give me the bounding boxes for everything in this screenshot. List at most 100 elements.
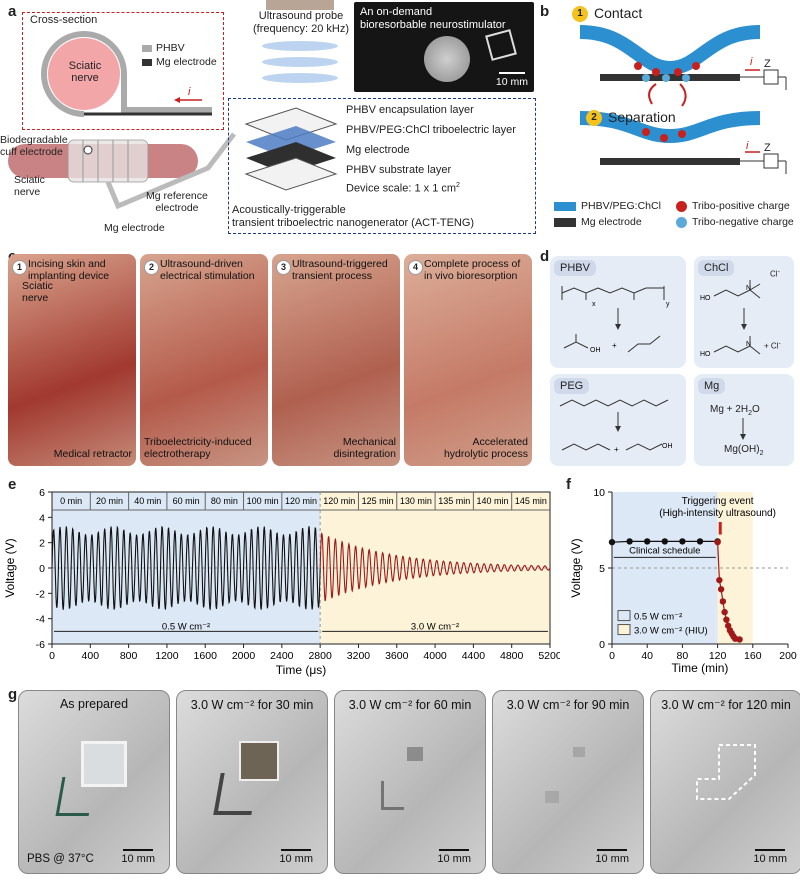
panel-b-label: b	[540, 3, 550, 20]
layer-1: PHBV encapsulation layer	[346, 104, 474, 116]
x-tick-label: 800	[120, 650, 138, 662]
segment-label: 80 min	[211, 496, 238, 506]
legend-tribo-positive: Tribo-positive charge	[676, 200, 790, 212]
x-tick-label: 1200	[155, 650, 179, 662]
x-tick-label: 4800	[500, 650, 524, 662]
panel-a-label: a	[8, 3, 17, 20]
legend-mg: Mg electrode	[156, 56, 217, 68]
segment-label: 145 min	[515, 496, 547, 506]
device-scale: Device scale: 1 x 1 cm2	[346, 182, 460, 195]
segment-label: 140 min	[477, 496, 509, 506]
x-tick-label: 0	[609, 650, 615, 662]
segment-label: 130 min	[400, 496, 432, 506]
annotation-line1: Triggering event	[682, 496, 754, 507]
legend-label: 3.0 W cm⁻² (HIU)	[634, 626, 708, 637]
step2-badge: 2	[586, 110, 602, 126]
svg-text:y: y	[666, 301, 670, 308]
mg-box: Mg Mg + 2H2O Mg(OH)2	[694, 374, 794, 466]
annotation-line2: (High-intensity ultrasound)	[659, 508, 776, 519]
step-number: 1	[12, 260, 27, 275]
mg-arrow	[740, 418, 746, 440]
svg-text:HO: HO	[700, 295, 711, 302]
sciatic-label: Sciatic nerve	[14, 174, 45, 198]
data-point	[716, 576, 723, 584]
photo-title: As prepared	[59, 697, 129, 711]
sciatic-nerve-label: Sciatic nerve	[68, 60, 102, 84]
segment-label: 100 min	[247, 496, 279, 506]
y-axis-label: Voltage (V)	[569, 538, 583, 597]
peg-structure: + OH	[559, 399, 673, 454]
y-tick-label: 4	[39, 512, 45, 524]
data-point	[723, 616, 730, 623]
mg-electrode-label: Mg electrode	[104, 222, 165, 234]
legend-phbv: PHBV	[156, 42, 185, 54]
neurostimulator-photo: An on-demand bioresorbable neurostimulat…	[354, 2, 534, 92]
current-i-separation: i	[746, 140, 749, 152]
data-point	[717, 586, 725, 593]
ultrasound-probe	[262, 0, 338, 83]
cuff-label: Biodegradable cuff electrode	[0, 134, 68, 158]
photo-title: 3.0 W cm⁻² for 90 min	[506, 698, 630, 712]
peg-tag: PEG	[554, 378, 590, 394]
data-point	[644, 538, 651, 545]
data-point	[721, 608, 728, 616]
legend-swatch	[617, 610, 631, 622]
cross-section-diagram	[41, 31, 212, 117]
data-point	[714, 538, 721, 546]
schedule-label: Clinical schedule	[629, 545, 700, 556]
segment-label: 120 min	[285, 496, 317, 506]
load-z-1: Z	[764, 58, 771, 70]
step-number: 3	[276, 260, 291, 275]
step-caption: Medical retractor	[53, 448, 132, 460]
y-tick-label: 10	[593, 487, 605, 499]
photo-scale: 10 mm	[753, 849, 787, 865]
x-tick-label: 400	[82, 650, 100, 662]
y-tick-label: 6	[39, 487, 45, 499]
svg-text:HO: HO	[700, 351, 711, 358]
segment-label: 125 min	[362, 496, 394, 506]
act-teng-box	[228, 98, 536, 234]
y-axis-label: Voltage (V)	[3, 538, 17, 597]
x-tick-label: 120	[709, 650, 727, 662]
y-tick-label: 2	[39, 538, 45, 550]
svg-text:N: N	[746, 285, 751, 292]
legend-swatch	[617, 624, 631, 636]
coin	[424, 36, 470, 82]
panel-f-label: f	[566, 476, 571, 493]
layer-3: Mg electrode	[346, 144, 410, 156]
data-point	[736, 636, 743, 643]
photo-scale: 10 mm	[496, 72, 528, 88]
series-1	[51, 525, 321, 611]
chcl-products: + Cl-	[764, 340, 781, 351]
panel-d-label: d	[540, 248, 550, 265]
layer-stack	[244, 107, 338, 191]
current-i-label: i	[188, 86, 191, 98]
x-tick-label: 2800	[308, 650, 332, 662]
step-number: 4	[408, 260, 423, 275]
load-z-2: Z	[764, 142, 771, 154]
segment-label: 20 min	[96, 496, 123, 506]
data-point	[696, 538, 704, 545]
contact-label: Contact	[594, 5, 643, 21]
x-tick-label: 4400	[462, 650, 486, 662]
photo-scale: 10 mm	[437, 849, 471, 865]
svg-text:+: +	[612, 341, 617, 350]
data-point	[608, 538, 616, 546]
chcl-structure: HO N HO N	[700, 280, 761, 358]
x-tick-label: 200	[779, 650, 797, 662]
svg-text:N: N	[746, 341, 751, 348]
photo-title: 3.0 W cm⁻² for 30 min	[190, 698, 314, 712]
